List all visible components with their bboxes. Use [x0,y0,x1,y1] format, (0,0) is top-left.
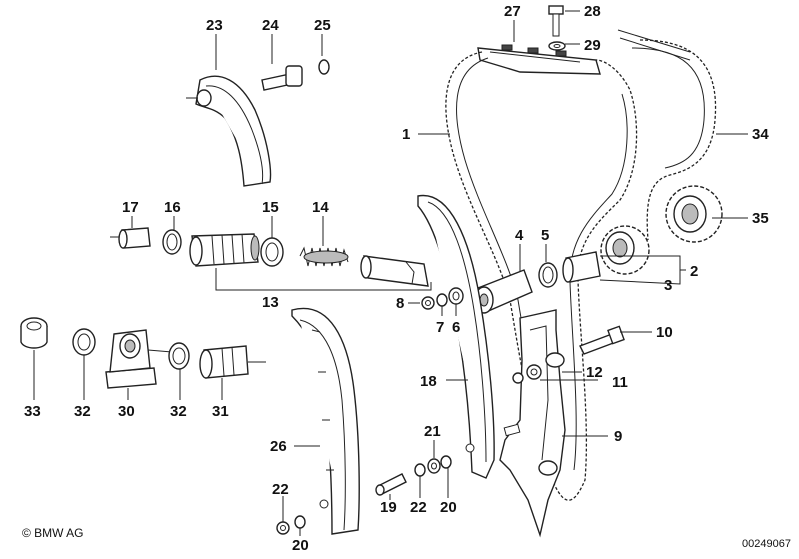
label-21: 21 [424,423,441,440]
tensioner-rail [417,194,495,479]
guide-rail [499,309,566,538]
label-31: 31 [212,403,229,420]
label-35: 35 [752,210,769,227]
label-8: 8 [396,295,404,312]
washer-7 [436,293,448,307]
pin-19 [375,473,407,496]
label-28: 28 [584,3,601,20]
pin-24 [261,65,303,91]
label-33: 33 [24,403,41,420]
plunger [360,255,429,287]
washer-20-lower [294,515,306,529]
label-32-left: 32 [74,403,91,420]
leader-lines [33,10,748,536]
label-6: 6 [452,319,460,336]
plug-31 [199,345,266,379]
label-7: 7 [436,319,444,336]
label-34: 34 [752,126,769,143]
part-labels: 23 24 25 27 28 29 1 34 35 17 16 15 14 4 … [24,3,769,554]
assembly-13-bracket [215,268,432,291]
oring-5 [538,262,558,288]
pivot-arm-23 [186,75,272,187]
label-22-lower: 22 [272,481,289,498]
pin-4 [474,269,533,314]
washer-21 [427,458,441,474]
label-30: 30 [118,403,135,420]
nut-8 [421,296,435,310]
label-32-right: 32 [170,403,187,420]
label-14: 14 [312,199,329,216]
washer-6 [448,287,464,305]
seal-ring-32-left [72,328,96,356]
label-3: 3 [664,277,672,294]
label-29: 29 [584,37,601,54]
label-25: 25 [314,17,331,34]
document-number: 00249067 [742,538,791,550]
label-2: 2 [690,263,698,280]
washer-12 [526,364,542,380]
washer-29 [548,41,566,51]
label-20-lower: 20 [292,537,309,554]
label-19: 19 [380,499,397,516]
plug-17 [110,227,151,249]
label-22-upper: 22 [410,499,427,516]
bushing-3 [562,251,601,283]
label-5: 5 [541,227,549,244]
label-12: 12 [586,364,603,381]
label-11: 11 [612,374,628,391]
label-9: 9 [614,428,622,445]
clip-25 [318,59,330,75]
label-17: 17 [122,199,139,216]
washer-22-lower [276,521,290,535]
label-27: 27 [504,3,521,20]
sprocket-2 [600,225,650,275]
label-10: 10 [656,324,673,341]
label-24: 24 [262,17,279,34]
label-4: 4 [515,227,524,244]
plug-33 [20,317,48,349]
label-16: 16 [164,199,181,216]
spring-14 [299,246,349,267]
washer-20-upper [440,455,452,469]
label-23: 23 [206,17,223,34]
seal-ring-32-right [168,342,190,370]
seal-ring-15 [260,237,284,267]
copyright-text: © BMW AG [22,526,84,540]
washer-11 [512,372,524,384]
bolt-10 [579,325,625,355]
washer-22-upper [414,463,426,477]
seal-ring-16 [162,229,182,255]
label-15: 15 [262,199,279,216]
label-20-upper: 20 [440,499,457,516]
tensioner-housing [189,233,260,267]
housing-30 [105,329,173,389]
label-18: 18 [420,373,437,390]
upper-guide-rail [477,44,601,75]
label-1: 1 [402,126,410,143]
bolt-28 [548,5,564,37]
sprocket-35 [665,185,723,243]
label-13: 13 [262,294,279,311]
guide-rail-26 [291,307,360,535]
label-26: 26 [270,438,287,455]
timing-chain-secondary [617,29,717,241]
